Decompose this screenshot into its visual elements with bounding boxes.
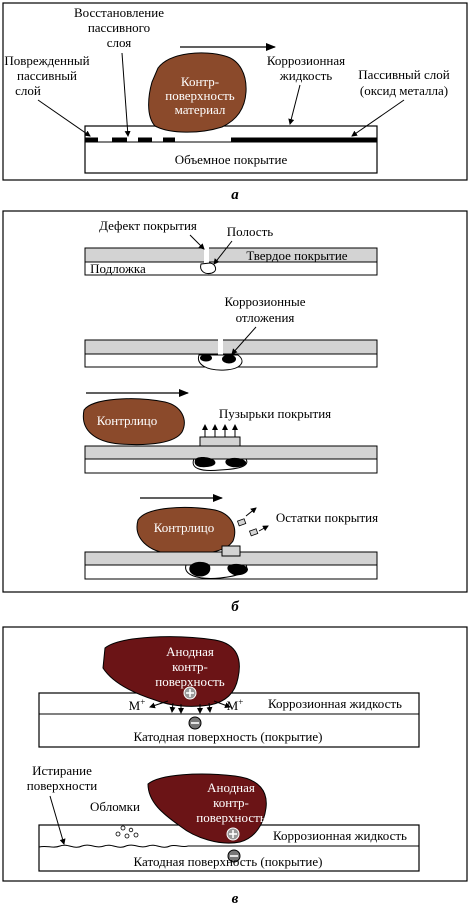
defect-pointer [189,234,205,250]
counterface-b1-label: Контрлицо [97,413,158,428]
restore-label-1: Восстановление [74,5,164,20]
deposits-label-2: отложения [236,310,295,325]
panel-c: Анодная контр- поверхность M+ M+ [2,626,468,907]
deposits-pointer [231,326,257,355]
anodic-label-2a: Анодная [207,780,255,795]
coating-blister [199,436,241,447]
upper-scene: Анодная контр- поверхность M+ M+ [38,636,420,748]
deposit-4b [227,563,248,576]
damaged-pointer [37,99,91,137]
counterface-label-2: поверхность [165,88,235,103]
caption-c: в [232,891,239,907]
anodic-label-1a: Анодная [166,644,214,659]
anodic-counterface-2 [147,773,267,844]
fluid-pointer [288,84,301,125]
panel-b-frame [2,210,468,593]
hard-coating-label: Твердое покрытие [246,248,347,263]
bulk-coating-layer [84,125,378,174]
damaged-label-2: пассивный [17,68,77,83]
hard-coating-3 [84,445,378,460]
hard-coating-2 [84,339,378,355]
corrosion-deposit-2 [222,354,236,364]
defect-label: Дефект покрытия [99,218,197,233]
panel-c-frame [2,626,468,882]
plus-sign-2 [226,827,240,841]
debris-label-b: Остатки покрытия [276,510,378,525]
stage-2: Коррозионные отложения [84,294,378,371]
counterface-label-1: Контр- [181,74,219,89]
caption-a: а [231,187,239,203]
anodic-counterface-1 [102,636,240,707]
counterface-label-3: материал [175,102,226,117]
caption-b: б [231,599,239,615]
cathode-label-c2: Катодная поверхность (покрытие) [134,854,323,869]
counterface-b2 [136,506,236,555]
panel-a: Контр- поверхность материал Восстановлен… [2,2,468,203]
fluid-label-c2: Коррозионная жидкость [273,828,407,843]
panel-a-frame [2,2,468,181]
fluid-label-1: Коррозионная [267,53,345,68]
wear-pointer [49,795,66,845]
anodic-label-2c: поверхность [196,810,266,825]
debris-label-c: Обломки [90,799,140,814]
panel-b: Дефект покрытия Полость Твердое покрытие… [2,210,468,615]
damaged-label-1: Поврежденный [4,53,89,68]
anodic-label-1b: контр- [172,659,208,674]
wear-label-2: поверхности [27,778,98,793]
anodic-label-1c: поверхность [155,674,225,689]
stage-1: Дефект покрытия Полость Твердое покрытие… [84,218,378,276]
minus-sign-2 [227,849,241,863]
plus-sign-1 [183,686,197,700]
deposit-3a [194,457,216,468]
anodic-label-2b: контр- [213,795,249,810]
m-plus-left: M+ [129,697,146,713]
restore-label-2: пассивного [88,20,150,35]
deposits-label-1: Коррозионные [224,294,305,309]
ion-arrows-1 [149,700,231,714]
coating-remnant [221,545,241,557]
coating-debris [236,507,269,537]
lower-scene: Анодная контр- поверхность Истирание пов… [27,763,420,872]
deposit-4a [189,561,211,577]
cavity-1 [200,262,217,274]
cathode-label-c1: Катодная поверхность (покрытие) [134,729,323,744]
blister-arrows [202,424,238,437]
wear-label-1: Истирание [32,763,92,778]
counterface-material [148,52,247,133]
blisters-label: Пузырьки покрытия [219,406,331,421]
passive-label-1: Пассивный слой [358,67,449,82]
passive-label-2: (оксид металла) [360,83,448,98]
substrate-label: Подложка [90,261,146,276]
wear-debris-particles [115,825,139,839]
corrosion-deposit-1 [200,354,212,362]
fluid-label-c1: Коррозионная жидкость [268,696,402,711]
coating-defect [204,247,209,263]
bulk-label: Объемное покрытие [175,152,288,167]
deposit-3b [225,457,247,468]
worn-surface [38,844,189,848]
counterface-b2-label: Контрлицо [154,520,215,535]
restore-pointer [121,52,131,137]
cavity-label: Полость [227,224,273,239]
hard-coating-1 [84,247,378,263]
cavity-pointer [213,240,233,265]
defect-2 [218,339,223,355]
passive-pointer [351,99,405,137]
damaged-label-3: слой [15,83,41,98]
stage-4: Контрлицо Остатки покрытия [84,494,378,580]
minus-sign-1 [188,716,202,730]
counterface-b1 [82,398,185,446]
restore-label-3: слоя [107,35,132,50]
cathode-body-1 [38,692,420,748]
m-plus-right: M+ [227,697,244,713]
fluid-label-2: жидкость [279,68,332,83]
stage-3: Контрлицо Пузырьки покрытия [82,389,378,474]
